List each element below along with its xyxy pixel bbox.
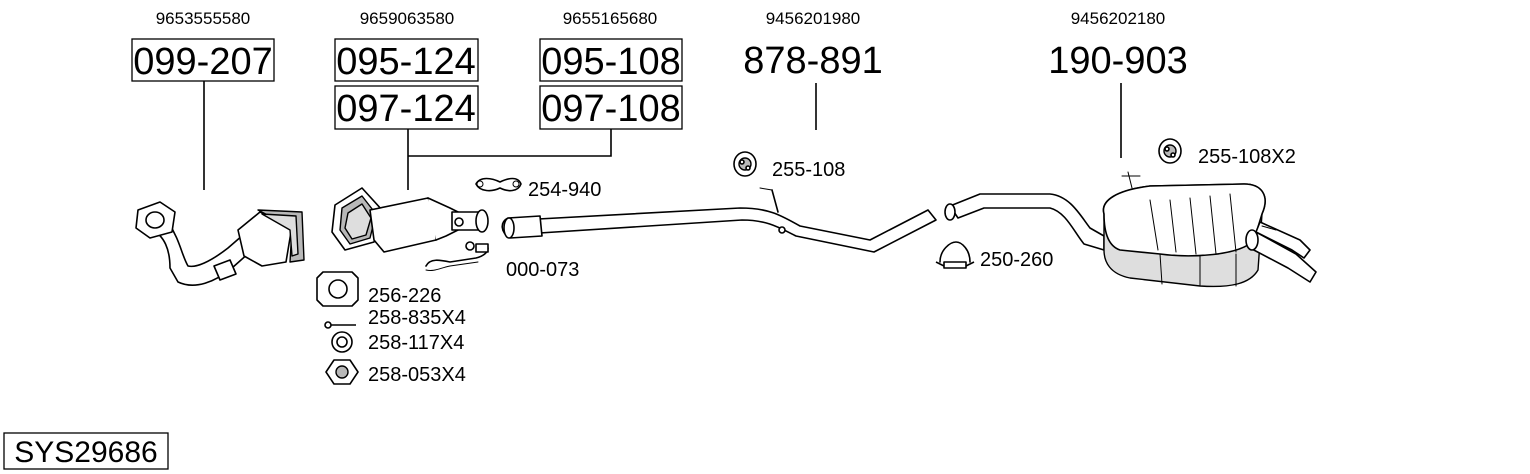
clamp-250-260-drawing[interactable]: 250-260 bbox=[935, 241, 1053, 271]
leader-bracket-catalyst bbox=[408, 129, 612, 157]
part-number-097-108: 097-108 bbox=[541, 88, 680, 130]
bolt-258-835-drawing[interactable]: 258-835X4 bbox=[324, 307, 466, 329]
centre-pipe-drawing[interactable] bbox=[501, 187, 937, 253]
front-pipe-drawing[interactable] bbox=[135, 201, 305, 286]
part-number-box-095-108[interactable]: 095-108 bbox=[539, 38, 683, 83]
oem-number-catalyst-1: 9659063580 bbox=[360, 9, 455, 28]
washer-258-117-drawing[interactable]: 258-117X4 bbox=[331, 331, 464, 354]
label-254-940: 254-940 bbox=[528, 179, 601, 201]
oem-number-centre-pipe: 9456201980 bbox=[766, 9, 861, 28]
part-number-097-124: 097-124 bbox=[336, 88, 475, 130]
part-number-878-891[interactable]: 878-891 bbox=[743, 40, 882, 82]
label-256-226: 256-226 bbox=[368, 285, 441, 307]
sensor-pipe-000-073-drawing[interactable]: 000-073 bbox=[425, 241, 579, 281]
label-250-260: 250-260 bbox=[980, 249, 1053, 271]
part-number-box-097-108[interactable]: 097-108 bbox=[539, 85, 683, 130]
label-000-073: 000-073 bbox=[506, 259, 579, 281]
part-number-099-207: 099-207 bbox=[133, 41, 272, 83]
label-255-108X2: 255-108X2 bbox=[1198, 146, 1296, 168]
part-number-box-097-124[interactable]: 097-124 bbox=[334, 85, 479, 130]
part-number-box-099-207[interactable]: 099-207 bbox=[131, 38, 275, 83]
label-258-117X4: 258-117X4 bbox=[368, 332, 464, 354]
oem-number-front-pipe: 9653555580 bbox=[156, 9, 251, 28]
part-number-box-095-124[interactable]: 095-124 bbox=[334, 38, 479, 83]
oem-number-rear-silencer: 9456202180 bbox=[1071, 9, 1166, 28]
label-258-835X4: 258-835X4 bbox=[368, 307, 466, 329]
label-255-108: 255-108 bbox=[772, 159, 845, 181]
catalytic-converter-drawing[interactable] bbox=[331, 187, 489, 253]
label-258-053X4: 258-053X4 bbox=[368, 364, 466, 386]
part-number-095-108: 095-108 bbox=[541, 41, 680, 83]
gasket-256-226-drawing[interactable]: 256-226 bbox=[316, 271, 441, 307]
part-number-190-903[interactable]: 190-903 bbox=[1048, 40, 1187, 82]
nut-258-053-drawing[interactable]: 258-053X4 bbox=[325, 359, 466, 386]
system-id-box: SYS29686 bbox=[3, 432, 169, 470]
clamp-254-940-drawing[interactable]: 254-940 bbox=[475, 177, 601, 202]
part-number-095-124: 095-124 bbox=[336, 41, 475, 83]
system-id: SYS29686 bbox=[14, 436, 157, 469]
oem-number-catalyst-2: 9655165680 bbox=[563, 9, 658, 28]
hanger-255-108X2-drawing[interactable]: 255-108X2 bbox=[1158, 138, 1296, 168]
rear-silencer-drawing[interactable] bbox=[944, 171, 1317, 288]
hanger-255-108-drawing[interactable]: 255-108 bbox=[733, 151, 845, 181]
